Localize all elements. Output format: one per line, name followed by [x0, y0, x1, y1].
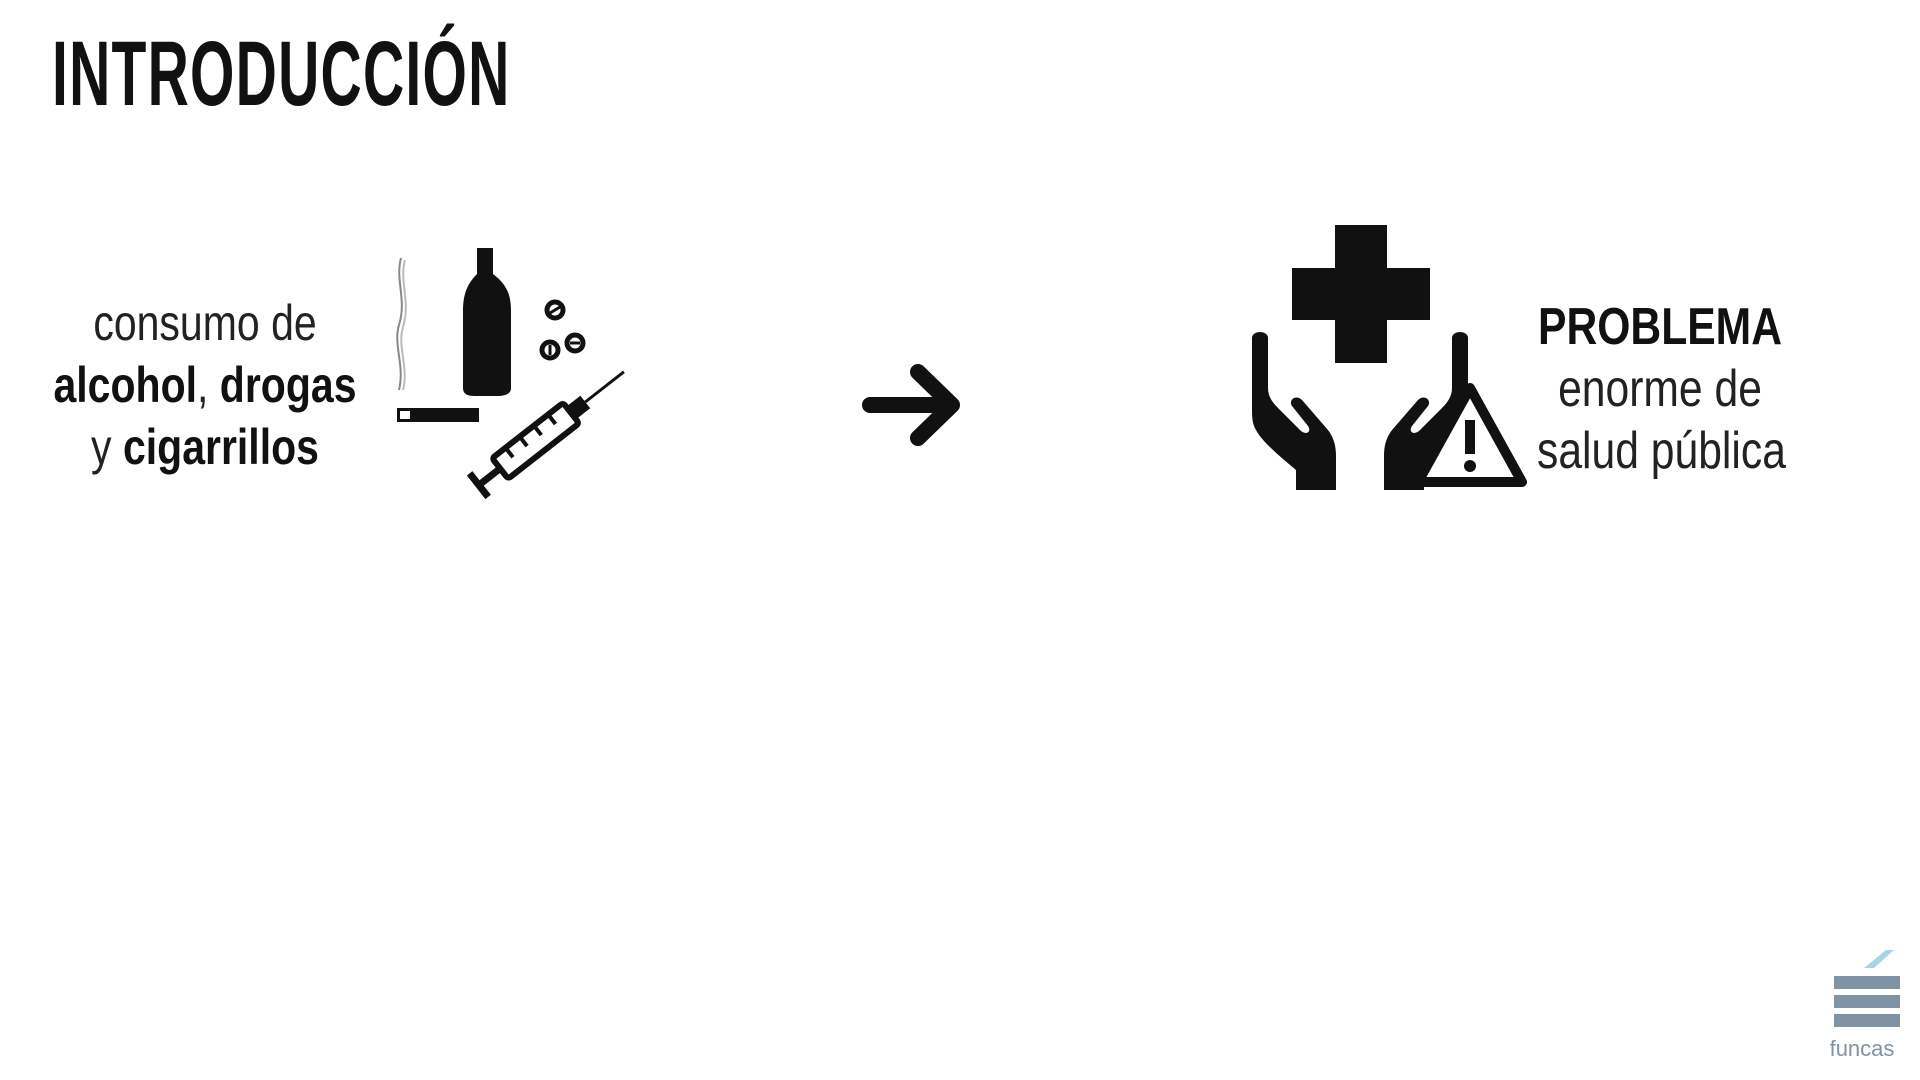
- page-title: INTRODUCCIÓN: [52, 23, 511, 125]
- consumption-line: consumo de: [93, 295, 317, 351]
- substance-consumption-text: consumo de alcohol, drogas y cigarrillos: [20, 292, 390, 478]
- problem-word: PROBLEMA: [1537, 298, 1783, 356]
- enormous-line: enorme de: [1558, 360, 1762, 418]
- left-hand-icon: [1252, 332, 1336, 490]
- substances-icon: [396, 248, 625, 500]
- arrow-right-icon: [862, 364, 960, 446]
- funcas-logo-text: funcas: [1829, 1036, 1895, 1061]
- bottle-icon: [463, 248, 511, 396]
- pills-icon: [539, 299, 586, 361]
- cigarettes-line: y cigarrillos: [53, 416, 356, 478]
- alcohol-word: alcohol: [53, 357, 198, 413]
- public-health-problem-text: PROBLEMA enorme de salud pública: [1510, 296, 1810, 482]
- warning-icon: [1413, 383, 1527, 487]
- separator: ,: [197, 357, 220, 413]
- funcas-logo-mark: [1834, 950, 1900, 1027]
- cigarettes-word: cigarrillos: [122, 419, 319, 475]
- drugs-word: drogas: [219, 357, 357, 413]
- health-warning-icon: [1252, 225, 1527, 490]
- smoke-icon: [396, 257, 403, 391]
- substances-line: alcohol, drogas: [53, 354, 356, 416]
- syringe-icon: [466, 370, 625, 500]
- medical-cross-icon: [1292, 225, 1430, 363]
- funcas-logo: funcas: [1822, 948, 1902, 1061]
- right-hand-icon: [1384, 332, 1468, 490]
- cigarette-icon: [397, 408, 479, 422]
- and-word: y: [91, 419, 123, 475]
- public-health-line: salud pública: [1537, 422, 1786, 480]
